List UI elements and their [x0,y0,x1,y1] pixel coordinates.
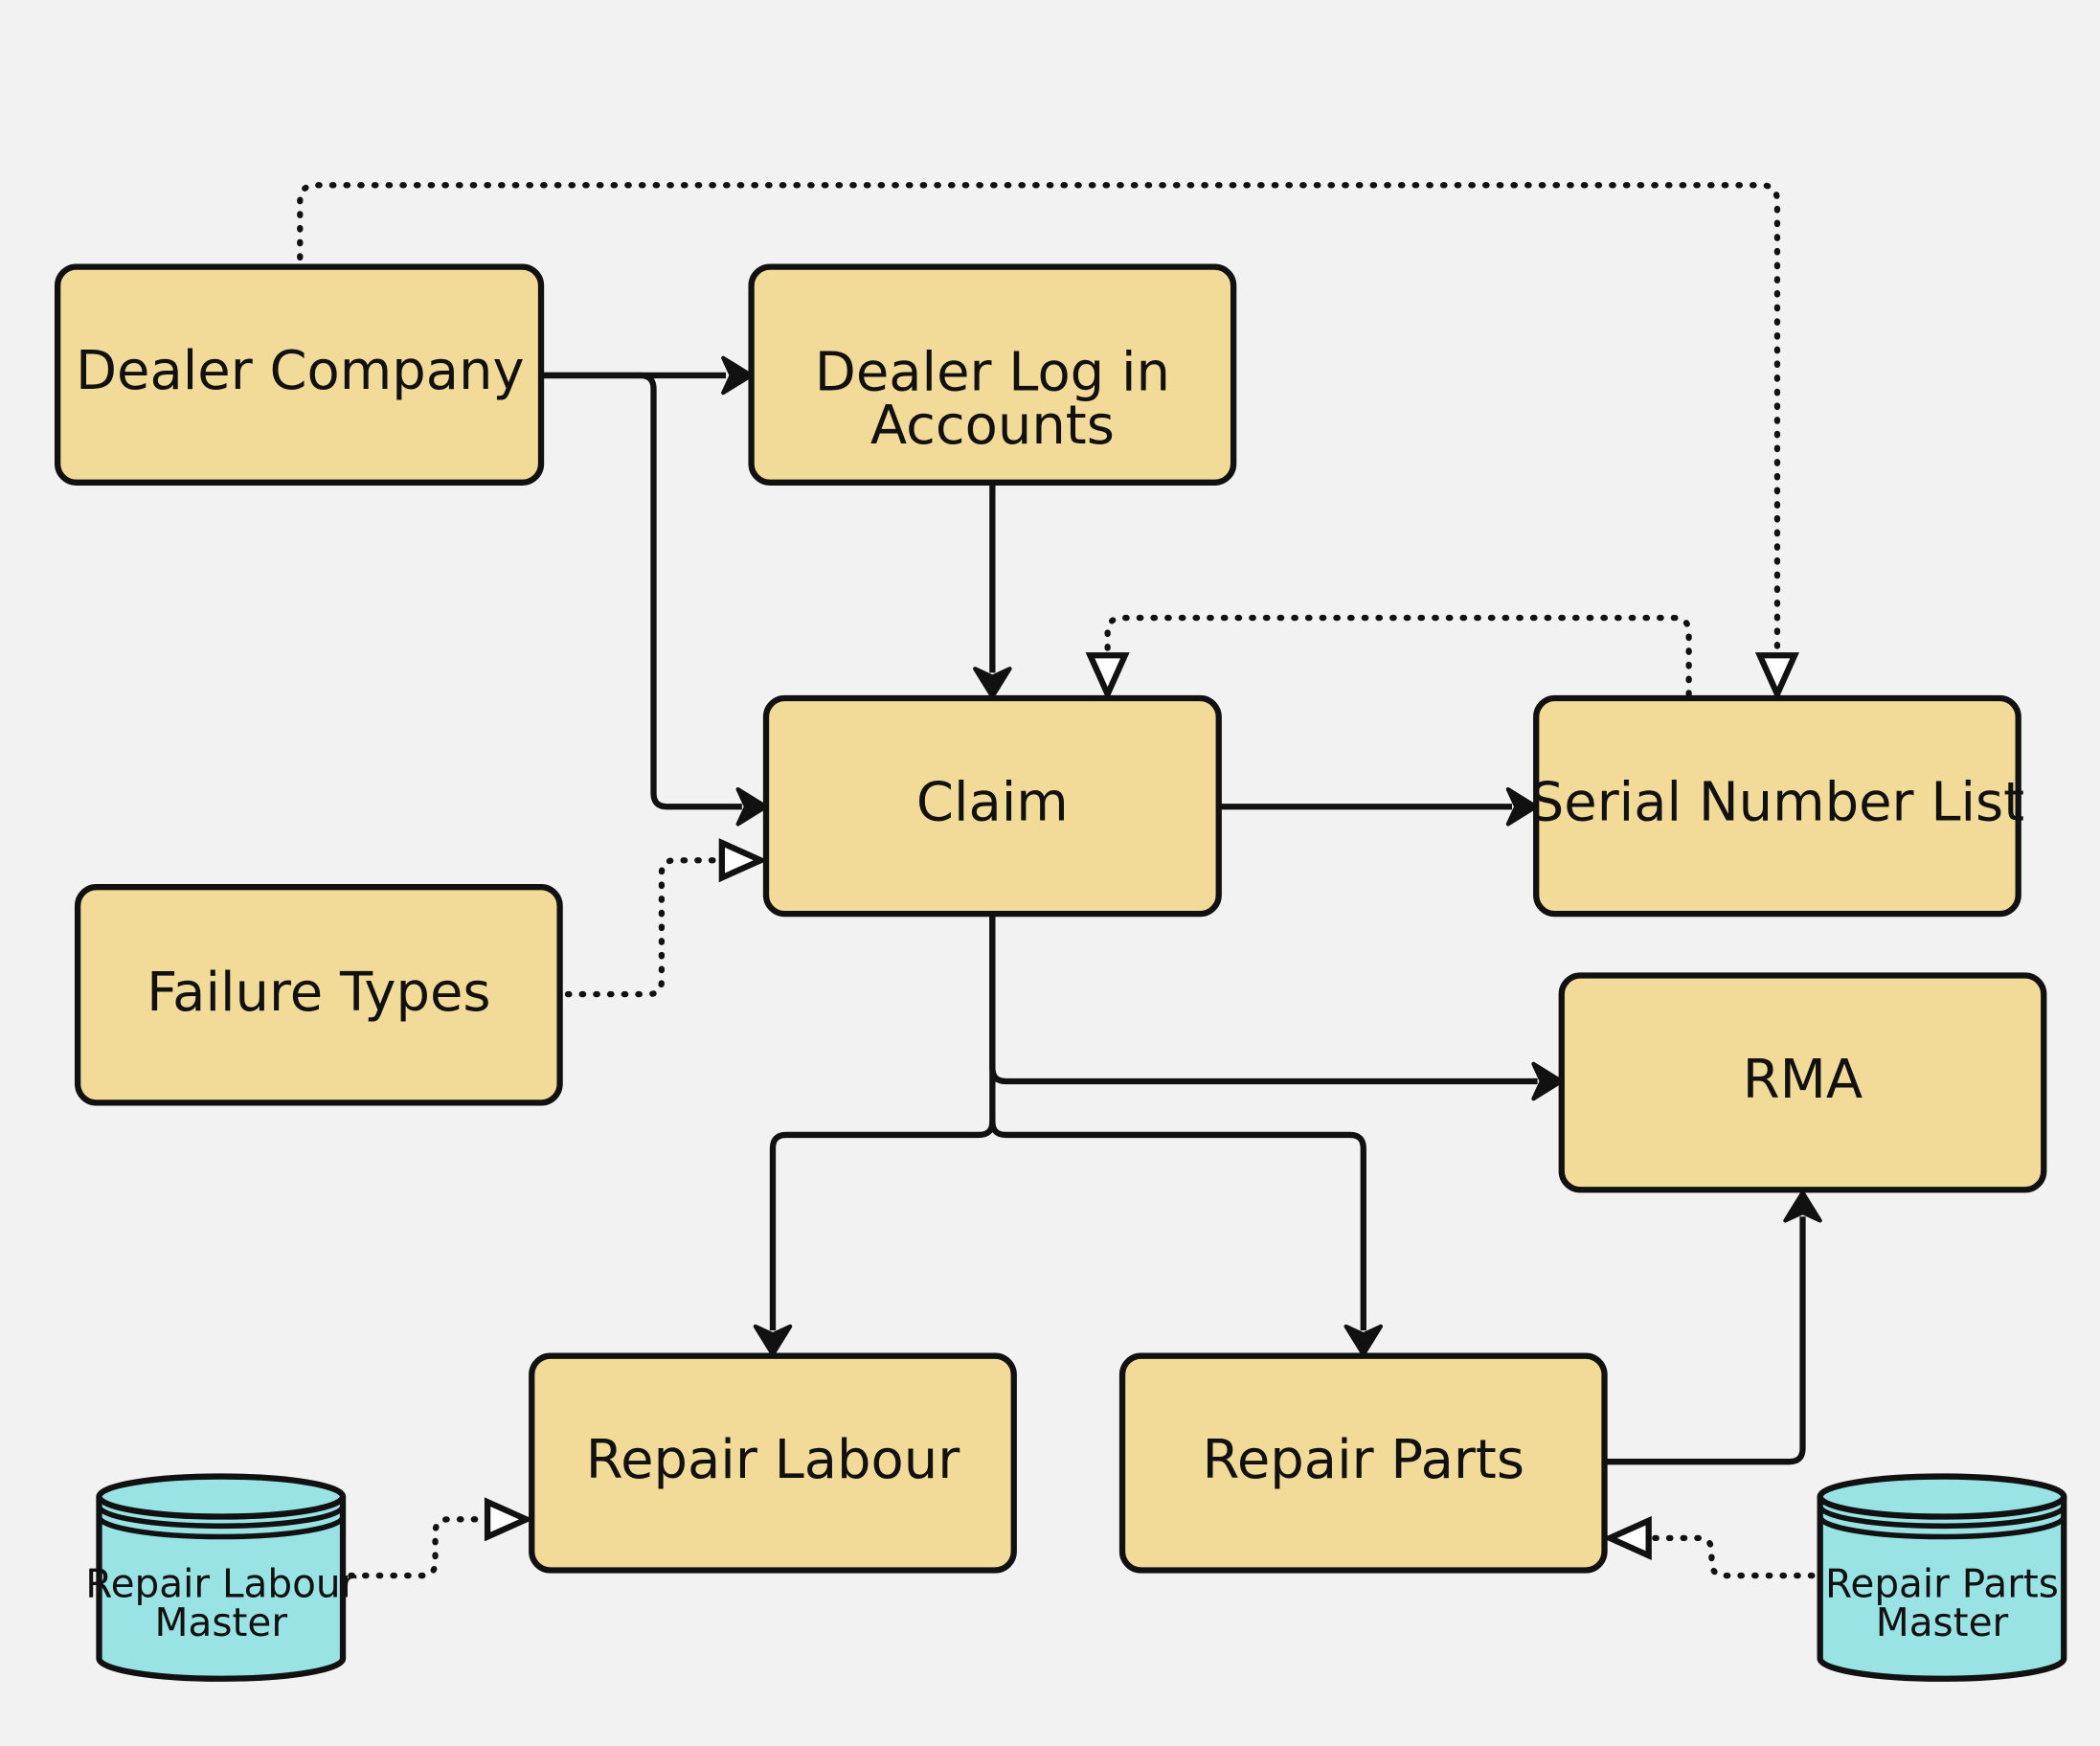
node-label: RMA [1743,1049,1863,1111]
edge-serial-list-to-claim [1104,614,1692,697]
open-arrowhead [1085,652,1130,702]
edge-dealer-company-to-serial-list [297,182,1781,657]
arrowhead [753,1324,793,1357]
node-label: Dealer Company [76,340,525,402]
node-label: Serial Number List [1530,771,2024,833]
arrowhead [1344,1324,1384,1357]
db-label: Repair Labour [85,1560,356,1606]
edge-repair-parts-to-rma [1604,1216,1806,1465]
arrowhead [973,667,1012,699]
node-dealer-login-accounts[interactable]: Dealer Log in Accounts [748,263,1237,486]
db-ring [1817,1515,2067,1540]
db-label: Master [155,1599,288,1645]
arrowhead [1783,1190,1822,1223]
db-repair-parts-master[interactable]: Repair Parts Master [1817,1473,2067,1682]
open-arrowhead [484,1497,534,1542]
db-label: Master [1876,1599,2009,1645]
db-label: Repair Parts [1825,1560,2059,1606]
node-repair-parts[interactable]: Repair Parts [1118,1352,1608,1574]
edge-failure-types-to-claim [564,857,724,998]
node-dealer-company[interactable]: Dealer Company [54,263,545,486]
edge-labour-master-to-repair-labour [348,1516,489,1579]
open-arrowhead [718,838,769,883]
db-ring [1817,1505,2067,1530]
node-label: Dealer Log in [815,341,1170,403]
arrowhead [1505,786,1539,827]
node-label: Accounts [870,395,1115,457]
arrowhead [735,786,769,827]
arrowhead [1531,1061,1564,1101]
edge-claim-to-repair-labour [769,914,996,1331]
node-label: Repair Parts [1203,1429,1524,1491]
db-repair-labour-master[interactable]: Repair Labour Master [85,1473,357,1682]
node-claim[interactable]: Claim [762,694,1222,918]
edge-claim-to-repair-parts [989,1121,1366,1331]
node-failure-types[interactable]: Failure Types [74,884,563,1106]
node-label: Repair Labour [586,1429,960,1491]
open-arrowhead [1754,652,1799,702]
db-ring [96,1515,346,1540]
db-ring [96,1505,346,1530]
node-rma[interactable]: RMA [1558,972,2047,1193]
edge-parts-master-to-repair-parts [1646,1534,1816,1579]
node-label: Failure Types [147,962,490,1024]
edge-dealer-company-to-claim [541,372,742,810]
edge-claim-to-rma [989,914,1538,1085]
open-arrowhead [1602,1515,1652,1560]
node-repair-labour[interactable]: Repair Labour [529,1352,1017,1574]
node-serial-number-list[interactable]: Serial Number List [1530,694,2024,918]
arrowhead [721,355,754,396]
node-label: Claim [916,771,1069,833]
edges [297,182,1822,1579]
